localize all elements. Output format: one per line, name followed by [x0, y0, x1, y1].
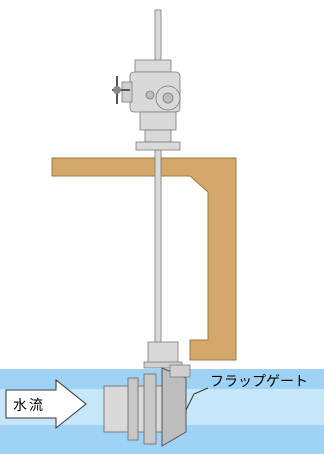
- gate-label: フラップゲート: [210, 374, 308, 390]
- handwheel-icon: [112, 76, 130, 104]
- hoist-mechanism: [121, 59, 181, 151]
- flow-arrow-icon: [5, 378, 87, 430]
- gate-leader-line: [185, 387, 209, 411]
- lower-bracket: [147, 341, 179, 365]
- flow-label: 水流: [13, 398, 45, 414]
- flap-gate-body: [103, 364, 191, 447]
- spindle-rod: [154, 149, 162, 346]
- concrete-structure: [51, 157, 237, 361]
